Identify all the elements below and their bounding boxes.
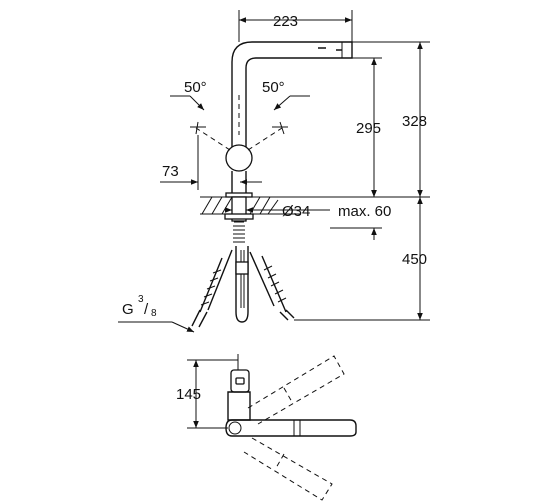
faucet-column	[231, 41, 353, 150]
hose-right	[249, 251, 295, 321]
dim-spout-height: 295	[356, 120, 381, 137]
dim-offset: 73	[162, 163, 179, 180]
dim-hose-length: 450	[402, 251, 427, 268]
plan-spout	[225, 419, 357, 437]
hose-left	[191, 249, 233, 328]
dim-depth: 145	[176, 386, 201, 403]
lever-swing-left	[195, 127, 231, 151]
dim-max-thickness: max. 60	[338, 203, 391, 220]
lever-swing-right	[247, 127, 283, 151]
plan-swing-upper	[247, 355, 345, 425]
dim-total-height: 328	[402, 113, 427, 130]
dim-angle-right: 50°	[262, 79, 285, 96]
dim-thread-prefix: G	[122, 301, 134, 318]
faucet-elevation	[190, 41, 353, 328]
labels: 223 50° 50° 295 328 73 Ø34 max. 60 450 G…	[122, 13, 427, 403]
dim-hole-diameter: Ø34	[282, 203, 310, 220]
dim-thread-numerator: 3	[138, 294, 144, 305]
dim-angle-left: 50°	[184, 79, 207, 96]
dim-thread-denominator: 8	[151, 308, 157, 319]
dimension-lines	[118, 10, 430, 333]
hose-loop	[235, 246, 249, 323]
dim-spout-reach: 223	[273, 13, 298, 30]
faucet-plan-view	[187, 354, 357, 501]
lever-handle	[225, 144, 253, 172]
countertop	[200, 196, 279, 215]
dim-thread-slash: /	[144, 301, 149, 318]
plan-swing-lower	[243, 437, 333, 501]
